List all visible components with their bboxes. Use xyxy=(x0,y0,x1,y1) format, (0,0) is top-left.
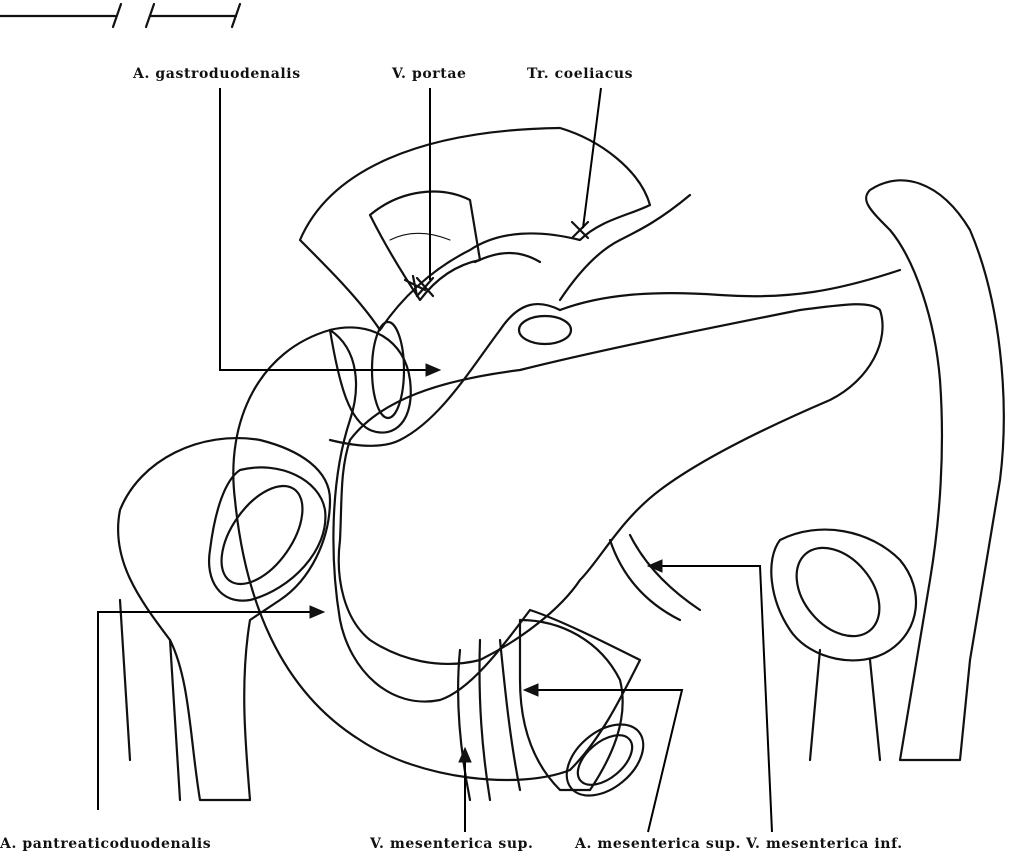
label-gastroduodenalis: A. gastroduodenalis xyxy=(133,66,301,82)
label-mesenterica-inf-vein: V. mesenterica inf. xyxy=(746,836,903,852)
scale-bar xyxy=(0,4,240,27)
ascending-colon xyxy=(118,438,330,800)
label-mesenterica-sup-artery: A. mesenterica sup. xyxy=(575,836,741,852)
celiac-trunk xyxy=(330,195,900,446)
label-portae: V. portae xyxy=(392,66,467,82)
label-mesenterica-sup-vein: V. mesenterica sup. xyxy=(370,836,534,852)
pancreas xyxy=(339,304,883,664)
label-coeliacus: Tr. coeliacus xyxy=(527,66,633,82)
descending-colon xyxy=(771,180,1003,760)
portal-vein-mark xyxy=(417,222,588,296)
leader-lines xyxy=(98,88,772,832)
label-pancreaticoduodenalis: A. pantreaticoduodenalis xyxy=(0,836,211,852)
